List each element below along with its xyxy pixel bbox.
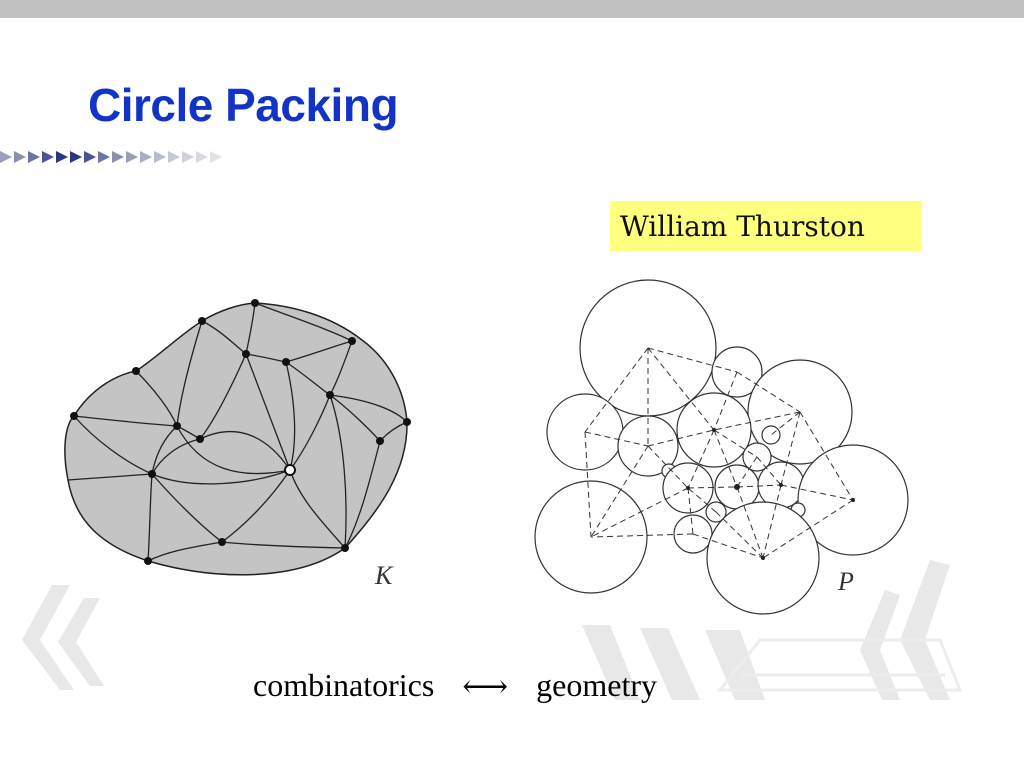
dual-graph-edges bbox=[584, 347, 854, 559]
caption-text: William Thurston bbox=[620, 210, 865, 243]
slide-title: Circle Packing bbox=[88, 79, 399, 131]
complex-interior-vertex bbox=[284, 464, 296, 476]
circle-packing-figure bbox=[534, 279, 909, 615]
combinatorics-geometry-caption: combinatorics ⟷ geometry bbox=[253, 664, 657, 705]
double-arrow-icon: ⟷ bbox=[462, 666, 509, 705]
packing-label: P bbox=[838, 567, 854, 596]
top-bar bbox=[0, 0, 1024, 18]
complex-vertices bbox=[70, 299, 411, 565]
chevron-decor-icon bbox=[22, 560, 950, 700]
geometry-text: geometry bbox=[536, 667, 657, 704]
caption-box: William Thurston bbox=[610, 201, 922, 251]
packing-centers bbox=[686, 428, 855, 560]
complex-region bbox=[64, 302, 408, 576]
complex-edges bbox=[67, 302, 408, 562]
packing-circles bbox=[534, 279, 909, 615]
complex-k-figure bbox=[64, 299, 411, 576]
arrow-strip-icon bbox=[0, 151, 222, 163]
complex-label: K bbox=[375, 561, 393, 590]
combinatorics-text: combinatorics bbox=[253, 667, 435, 704]
